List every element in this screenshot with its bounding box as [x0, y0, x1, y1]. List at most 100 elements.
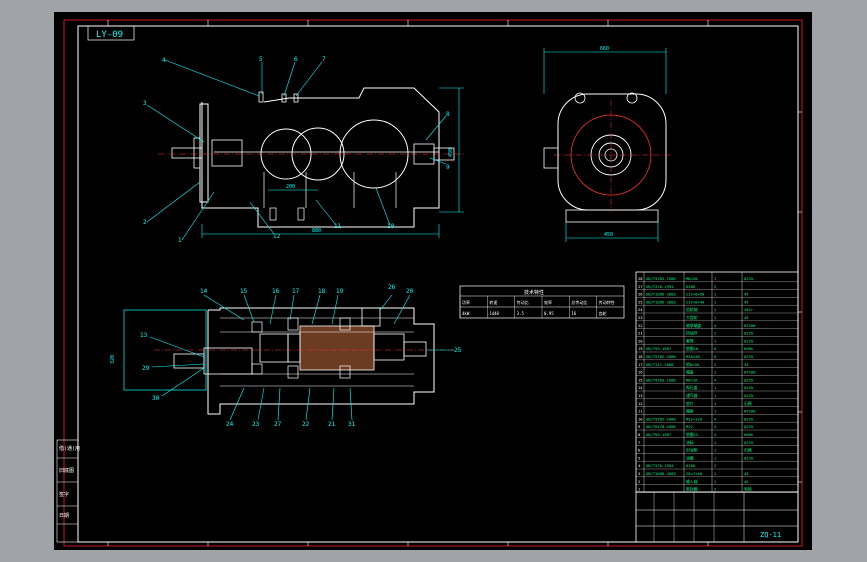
parts-cell-no: 1: [638, 487, 641, 492]
parts-cell-mat: 石棉: [744, 401, 752, 406]
parts-cell-code: GB/T5782-2000: [646, 416, 676, 421]
parts-cell-mat: Q235: [744, 416, 753, 421]
tech-value: 齿轮: [599, 310, 607, 316]
tech-value: 0.95: [544, 311, 554, 316]
parts-cell-mat: Q235: [744, 385, 753, 390]
parts-cell-name: 套筒: [686, 338, 694, 343]
parts-cell-no: 4: [638, 463, 641, 468]
dim-section: 320: [110, 355, 116, 364]
callout-3: 3: [143, 100, 147, 107]
parts-cell-qty: 1: [714, 479, 717, 484]
parts-cell-code: GB/T93-1987: [646, 346, 671, 351]
parts-cell-name: 油塞: [686, 455, 694, 460]
parts-cell-name: C12×8×50: [686, 292, 705, 297]
code-stamp-box: [87, 25, 135, 41]
parts-cell-code: GB/T276-1994: [646, 463, 674, 468]
dim-center: 200: [286, 184, 295, 190]
callout-15: 15: [240, 288, 248, 295]
parts-cell-qty: 2: [714, 362, 716, 367]
drawing-canvas[interactable]: LY-09 借(通)用 旧底图 签字 日期: [54, 12, 812, 550]
stamp-label-1: 借(通)用: [59, 445, 80, 452]
callout-7: 7: [322, 56, 326, 63]
parts-cell-qty: 2: [714, 331, 716, 336]
callout-8: 8: [446, 111, 450, 118]
callout-26: 26: [388, 284, 396, 291]
section-view[interactable]: 14 15 16 17 18 19 20 26 25 13 29 30 24 2…: [110, 284, 462, 428]
parts-cell-qty: 1: [714, 315, 717, 320]
parts-cell-no: 2: [638, 479, 640, 484]
callout-31: 31: [348, 421, 356, 428]
parts-cell-no: 28: [638, 276, 643, 281]
parts-cell-name: M12: [686, 424, 693, 429]
parts-cell-no: 16: [638, 370, 643, 375]
parts-cell-mat: HT200: [744, 323, 756, 328]
parts-cell-no: 24: [638, 307, 643, 312]
parts-cell-mat: HT200: [744, 409, 756, 414]
parts-cell-no: 13: [638, 393, 643, 398]
parts-cell-mat: Q235: [744, 354, 753, 359]
parts-cell-name: 6206: [686, 463, 696, 468]
parts-cell-name: 箱盖: [686, 370, 694, 375]
parts-cell-qty: 1: [714, 338, 717, 343]
parts-cell-mat: HT200: [744, 370, 756, 375]
parts-cell-no: 19: [638, 346, 643, 351]
callout-12: 12: [273, 233, 281, 240]
parts-cell-mat: 毛毡: [744, 487, 752, 492]
parts-cell-no: 6: [638, 448, 641, 453]
parts-cell-no: 3: [638, 471, 640, 476]
parts-cell-code: GB/T93-1987: [646, 432, 671, 437]
dim-length: 880: [312, 228, 321, 234]
parts-cell-qty: 1: [714, 292, 717, 297]
parts-cell-qty: 6: [714, 346, 717, 351]
parts-cell-qty: 4: [714, 323, 717, 328]
parts-cell-qty: 2: [714, 284, 716, 289]
parts-cell-no: 14: [638, 385, 643, 390]
parts-cell-no: 26: [638, 292, 643, 297]
callout-30: 30: [152, 395, 160, 402]
parts-cell-code: GB/T117-2000: [646, 362, 674, 367]
parts-cell-no: 27: [638, 284, 643, 289]
parts-cell-no: 11: [638, 409, 643, 414]
parts-cell-name: 密封圈: [686, 487, 698, 492]
parts-cell-no: 18: [638, 354, 643, 359]
parts-cell-name: M12×120: [686, 416, 703, 421]
tech-header: 功率: [462, 299, 470, 305]
parts-cell-name: 垫圈12: [686, 432, 698, 437]
parts-cell-name: 齿轮轴: [686, 307, 698, 312]
callout-13: 13: [140, 332, 148, 339]
callout-16: 16: [272, 288, 280, 295]
parts-cell-qty: 1: [714, 455, 717, 460]
callout-19: 19: [336, 288, 344, 295]
parts-cell-mat: 40Cr: [744, 307, 754, 312]
parts-cell-no: 7: [638, 440, 640, 445]
parts-cell-name: 6208: [686, 284, 696, 289]
parts-cell-no: 8: [638, 432, 641, 437]
parts-cell-qty: 1: [714, 448, 717, 453]
side-view[interactable]: 660 450: [543, 46, 670, 242]
callout-23: 23: [252, 421, 260, 428]
left-margin-stamps: 借(通)用 旧底图 签字 日期: [56, 439, 80, 543]
parts-cell-qty: 1: [714, 307, 717, 312]
callout-22: 22: [302, 421, 310, 428]
parts-cell-mat: 45: [744, 471, 749, 476]
callout-5: 5: [259, 56, 263, 63]
dim-width: 660: [600, 46, 609, 52]
front-view[interactable]: 880 490 200: [143, 56, 464, 244]
parts-cell-mat: Q235: [744, 455, 753, 460]
stamp-label-4: 日期: [59, 513, 69, 519]
tech-header: 传动比: [517, 299, 529, 305]
parts-cell-mat: 45: [744, 479, 749, 484]
callout-20: 20: [406, 288, 414, 295]
parts-cell-mat: 45: [744, 299, 749, 304]
parts-cell-code: GB/T1096-2003: [646, 471, 676, 476]
parts-cell-no: 12: [638, 401, 643, 406]
parts-cell-qty: 1: [714, 409, 717, 414]
tech-title: 技术特性: [524, 289, 544, 296]
parts-cell-name: 封油垫: [686, 448, 698, 453]
parts-cell-mat: Q235: [744, 338, 753, 343]
callout-4: 4: [162, 57, 166, 64]
parts-cell-mat: Q235: [744, 440, 753, 445]
parts-cell-code: GB/T6170-2000: [646, 424, 676, 429]
parts-cell-qty: 1: [714, 401, 717, 406]
